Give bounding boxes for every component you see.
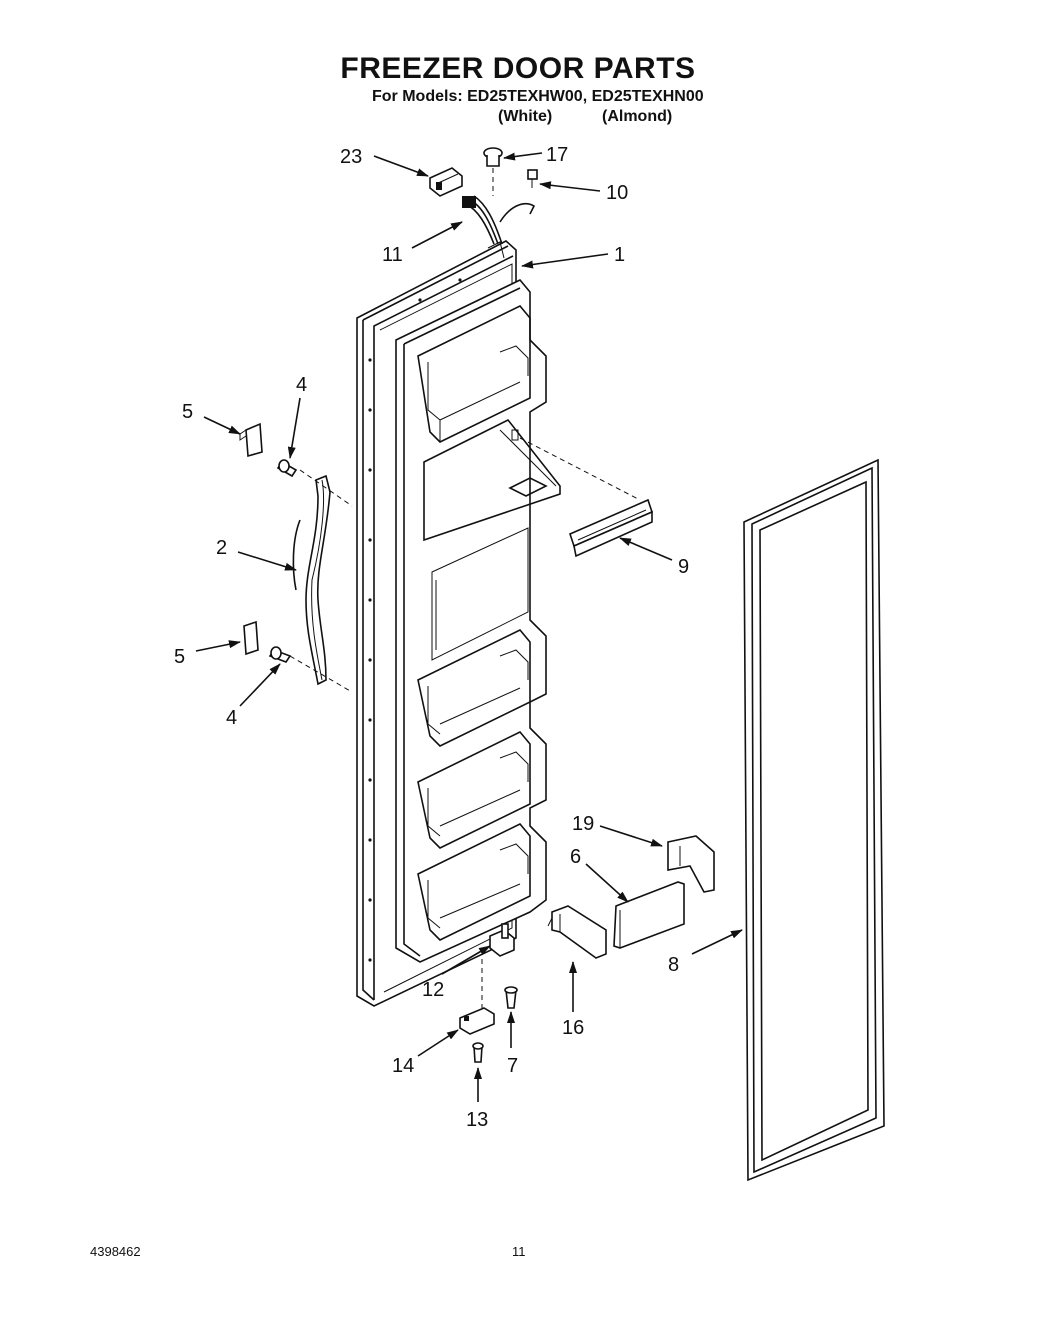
- handle-screw-upper: [276, 459, 298, 478]
- callout-9: 9: [619, 537, 689, 578]
- callout-4-upper-label: 4: [296, 374, 307, 396]
- shelf-stop-19-part: [667, 835, 715, 893]
- callout-13-label: 13: [466, 1109, 488, 1131]
- callout-10: 10: [539, 181, 628, 204]
- callout-23: 23: [340, 146, 429, 177]
- callout-13: 13: [466, 1067, 488, 1131]
- callout-6: 6: [570, 846, 629, 903]
- callout-5-lower: 5: [174, 640, 241, 668]
- callout-11-label: 11: [382, 244, 403, 266]
- callout-23-label: 23: [340, 146, 362, 168]
- callout-10-label: 10: [606, 182, 628, 204]
- variant-almond-label: (Almond): [602, 108, 673, 125]
- door-gasket-part: [743, 458, 885, 1182]
- flange-holes: [368, 278, 462, 962]
- callout-14-label: 14: [392, 1055, 414, 1077]
- door-handle-part: [292, 474, 331, 686]
- callout-4-lower-label: 4: [226, 707, 237, 729]
- bracket-screw-13-part: [472, 1042, 484, 1063]
- callout-1-label: 1: [614, 244, 625, 266]
- wire-connector-part: [429, 167, 463, 197]
- callout-12: 12: [422, 945, 491, 1001]
- callout-4-upper: 4: [287, 374, 307, 459]
- callout-1: 1: [521, 244, 625, 269]
- variant-white-label: (White): [498, 108, 553, 125]
- document-number: 4398462: [90, 1244, 141, 1259]
- callout-12-label: 12: [422, 979, 444, 1001]
- callout-5-upper: 5: [182, 401, 241, 435]
- callout-5-upper-label: 5: [182, 401, 193, 423]
- handle-end-cap-upper: [239, 422, 263, 458]
- callout-19: 19: [572, 813, 663, 847]
- callout-17: 17: [503, 144, 568, 166]
- callout-4-lower: 4: [226, 663, 281, 729]
- callout-14: 14: [392, 1029, 459, 1077]
- wiring-harness-part: [462, 195, 536, 245]
- callout-16-label: 16: [562, 1017, 584, 1039]
- page-number: 11: [512, 1244, 526, 1259]
- hinge-bracket-14-part: [459, 1007, 495, 1035]
- callout-2: 2: [216, 537, 297, 571]
- callout-8: 8: [668, 929, 743, 976]
- handle-screw-lower: [268, 646, 292, 663]
- freezer-door-assembly: [356, 240, 561, 1007]
- callout-11: 11: [382, 221, 463, 266]
- callout-17-label: 17: [546, 144, 568, 166]
- callout-9-label: 9: [678, 556, 689, 578]
- callout-5-lower-label: 5: [174, 646, 185, 668]
- callout-19-label: 19: [572, 813, 594, 835]
- callout-7-label: 7: [507, 1055, 518, 1077]
- models-line: For Models: ED25TEXHW00, ED25TEXHN00: [372, 88, 704, 105]
- shelf-bar-6-part: [613, 881, 685, 949]
- callout-7: 7: [507, 1011, 518, 1077]
- handle-end-cap-lower: [243, 620, 259, 656]
- callout-6-label: 6: [570, 846, 581, 868]
- dispenser-trim-part: [569, 498, 653, 558]
- shelf-end-16-part: [547, 905, 607, 959]
- page-title: FREEZER DOOR PARTS: [340, 52, 696, 85]
- callout-16: 16: [562, 961, 584, 1039]
- callout-8-label: 8: [668, 954, 679, 976]
- hinge-cap-part: [483, 147, 503, 167]
- callout-2-label: 2: [216, 537, 227, 559]
- screw-10-part: [527, 169, 538, 188]
- hinge-screw-7-part: [504, 986, 518, 1009]
